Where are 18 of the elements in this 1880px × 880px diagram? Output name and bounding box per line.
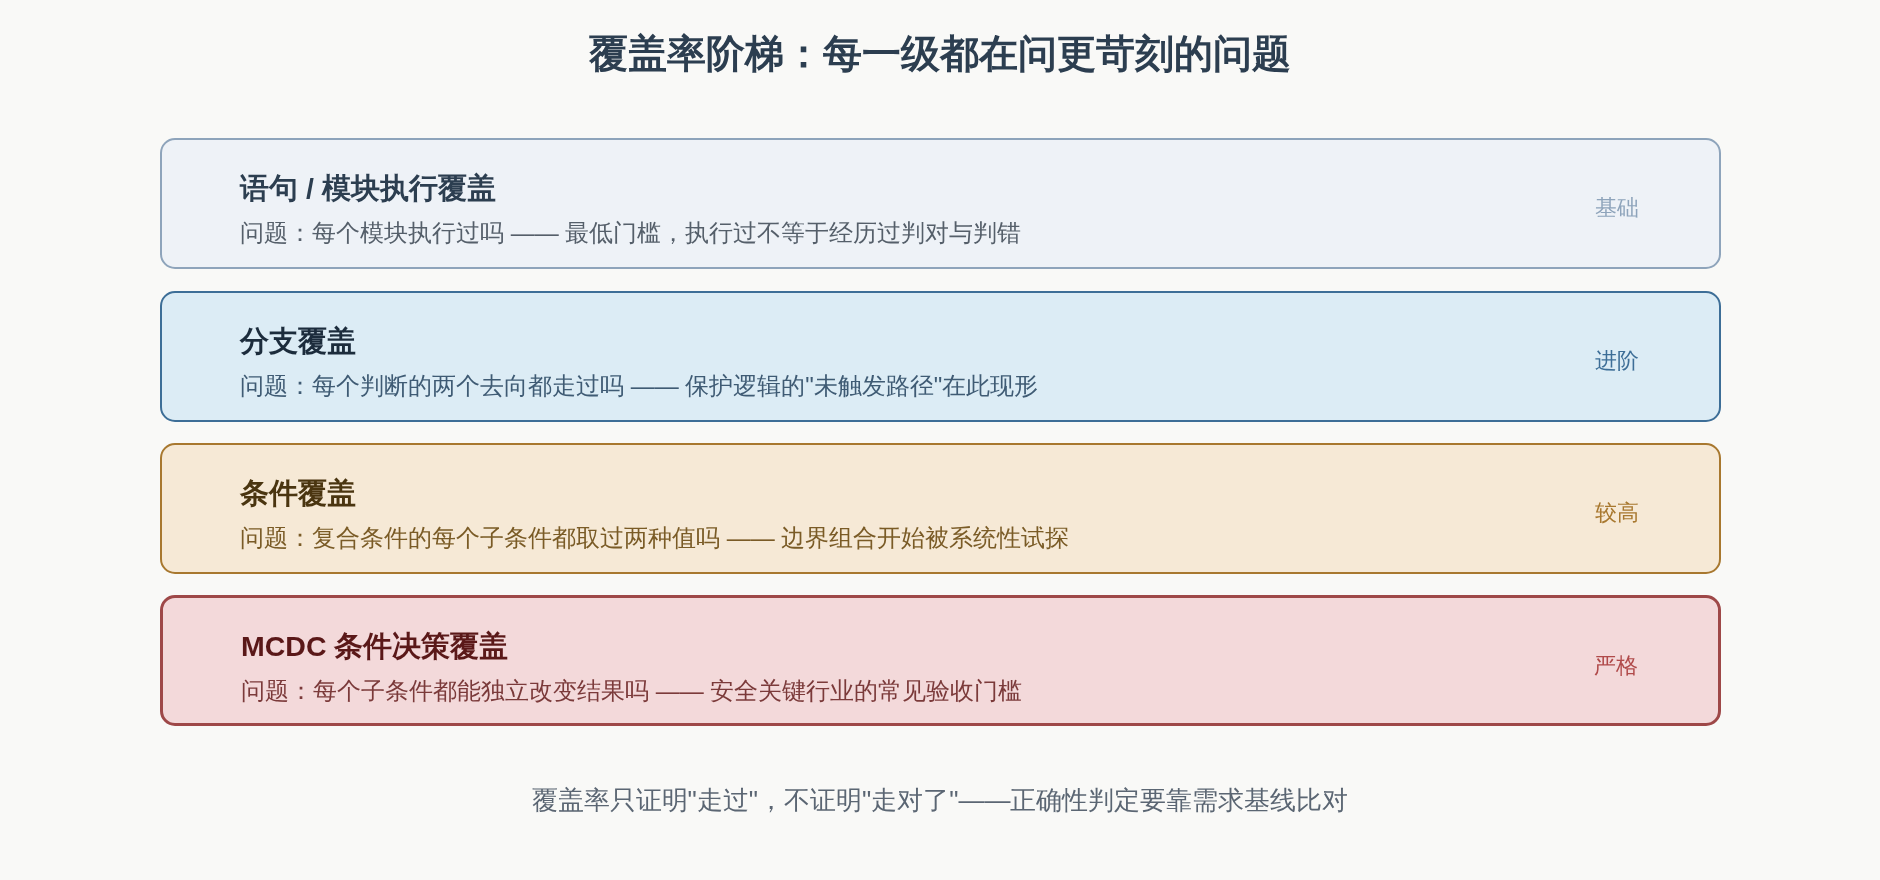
question-text: 问题：每个子条件都能独立改变结果吗 —— 安全关键行业的常见验收门槛 (241, 676, 1023, 706)
coverage-level-card (160, 291, 1721, 422)
caption-text: 覆盖率只证明"走过"，不证明"走对了"——正确性判定要靠需求基线比对 (531, 784, 1349, 817)
level-heading: 语句 / 模块执行覆盖 (240, 171, 496, 206)
level-heading: MCDC 条件决策覆盖 (241, 629, 509, 664)
level-heading: 分支覆盖 (240, 324, 356, 359)
question-text: 问题：每个判断的两个去向都走过吗 —— 保护逻辑的"未触发路径"在此现形 (240, 371, 1039, 401)
level-tag: 基础 (1595, 193, 1639, 223)
coverage-level-card (160, 443, 1721, 574)
level-tag: 严格 (1594, 651, 1638, 681)
question-text: 问题：每个模块执行过吗 —— 最低门槛，执行过不等于经历过判对与判错 (240, 218, 1022, 248)
diagram-title: 覆盖率阶梯：每一级都在问更苛刻的问题 (589, 31, 1291, 77)
coverage-level-card (160, 138, 1721, 269)
question-text: 问题：复合条件的每个子条件都取过两种值吗 —— 边界组合开始被系统性试探 (240, 523, 1070, 553)
level-heading: 条件覆盖 (240, 476, 356, 511)
coverage-level-card (160, 595, 1721, 726)
level-tag: 较高 (1595, 498, 1639, 528)
level-tag: 进阶 (1595, 346, 1639, 376)
